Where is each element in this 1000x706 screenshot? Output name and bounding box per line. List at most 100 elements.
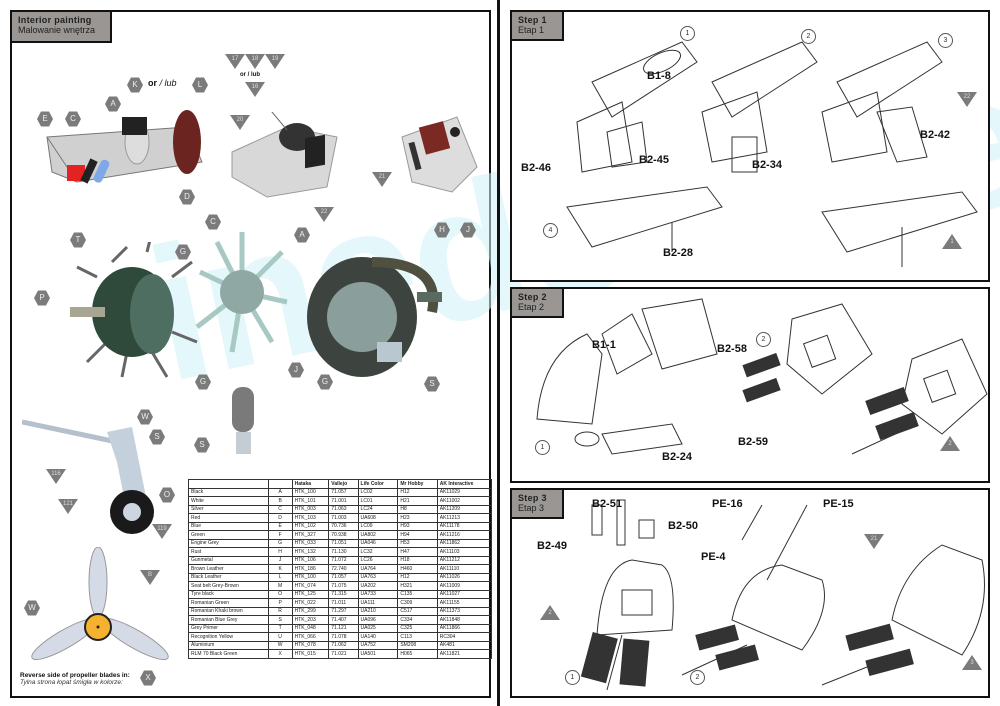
propeller-illustration xyxy=(31,547,169,661)
paint-ref-cell: AK11026 xyxy=(436,572,493,582)
callout-S-engine: S xyxy=(424,376,440,392)
paint-ref-cell: UA140 xyxy=(357,632,399,642)
paint-ref-cell: AK11866 xyxy=(436,623,493,633)
callout-A: A xyxy=(105,96,121,112)
paint-ref-cell: 72.740 xyxy=(328,564,359,574)
color-code-cell: O xyxy=(267,589,293,599)
part-PE-15: PE-15 xyxy=(823,498,854,510)
ref-tri-21: 21 xyxy=(864,534,884,549)
paint-ref-cell: UA210 xyxy=(357,606,399,616)
interior-painting-panel: Interior painting Malowanie wnętrza K or… xyxy=(10,10,1000,698)
step-2-title: Step 2 xyxy=(518,292,547,302)
step-2-header: Step 2 Etap 2 xyxy=(512,289,564,318)
engine-assembled-illustration xyxy=(307,257,442,377)
color-name-cell: Romanian Khaki brown xyxy=(188,606,269,616)
part-B2-51: B2-51 xyxy=(592,498,622,510)
callout-tri-20: 20 xyxy=(230,115,250,130)
callout-tri-17: 17 xyxy=(225,54,245,69)
color-code-cell: F xyxy=(267,530,293,540)
callout-K: K xyxy=(127,77,143,93)
paint-ref-cell: H53 xyxy=(397,538,438,548)
seat-illustration xyxy=(401,116,478,193)
paint-ref-cell: 71.121 xyxy=(328,623,359,633)
color-code-cell: U xyxy=(267,632,293,642)
engine-cylinders-illustration xyxy=(195,232,288,353)
step-2-panel: Step 2 Etap 2 1 2 B1-1 B2-24 B2-58 B2-59… xyxy=(510,287,990,483)
paint-ref-cell: HTK_022 xyxy=(291,598,330,608)
color-code-cell: J xyxy=(267,555,293,565)
callout-O: O xyxy=(159,487,175,503)
callout-A-engine: A xyxy=(294,227,310,243)
color-code-cell: E xyxy=(267,521,293,531)
paint-ref-cell: HTK_101 xyxy=(291,496,330,506)
paint-ref-cell: H23 xyxy=(397,513,438,523)
sub-step-4: 4 xyxy=(543,223,558,238)
color-code-cell: W xyxy=(267,640,293,650)
callout-S-exhaust: S xyxy=(194,437,210,453)
paint-ref-cell: H8 xyxy=(397,504,438,514)
instrument-panel-illustration xyxy=(231,112,338,198)
reverse-side-note: Reverse side of propeller blades in: Tyl… xyxy=(20,672,130,686)
color-code-cell: T xyxy=(267,623,293,633)
paint-ref-cell: AK11212 xyxy=(436,555,493,565)
color-code-cell: P xyxy=(267,598,293,608)
paint-ref-cell: AK11848 xyxy=(436,615,493,625)
paint-ref-cell: HTK_074 xyxy=(291,581,330,591)
paint-ref-cell: 71.011 xyxy=(328,598,359,608)
color-name-cell: Tyre black xyxy=(188,589,269,599)
paint-ref-cell: AK11821 xyxy=(436,649,493,659)
paint-ref-cell: UA733 xyxy=(357,589,399,599)
color-name-cell: White xyxy=(188,496,269,506)
paint-ref-cell: 70.736 xyxy=(328,521,359,531)
page-divider xyxy=(497,0,500,706)
part-B2-58: B2-58 xyxy=(717,343,747,355)
callout-G-cyl: G xyxy=(175,244,191,260)
paint-ref-cell: C135 xyxy=(397,589,438,599)
paint-ref-cell: LC32 xyxy=(357,547,399,557)
callout-G-exhaust: G xyxy=(195,374,211,390)
column-header: Vallejo xyxy=(328,479,359,489)
callout-tri-18: 18 xyxy=(245,54,265,69)
step-3-header: Step 3 Etap 3 xyxy=(512,490,564,519)
color-name-cell: Gunmetal xyxy=(188,555,269,565)
paint-ref-cell: UA046 xyxy=(357,538,399,548)
paint-ref-cell: LC02 xyxy=(357,487,399,497)
paint-ref-cell: HTK_299 xyxy=(291,606,330,616)
step-1-subtitle: Etap 1 xyxy=(518,25,545,35)
part-B2-49: B2-49 xyxy=(537,540,567,552)
paint-ref-cell: LC24 xyxy=(357,504,399,514)
color-name-cell: Silver xyxy=(188,504,269,514)
paint-ref-cell: UA752 xyxy=(357,640,399,650)
paint-ref-cell: H21 xyxy=(397,496,438,506)
part-B2-34: B2-34 xyxy=(752,159,782,171)
step-1-panel: Step 1 Etap 1 1 2 3 4 B1-8 B2-46 B2-45 B… xyxy=(510,10,990,282)
color-name-cell: Black xyxy=(188,487,269,497)
paint-ref-cell: AK11178 xyxy=(436,521,493,531)
paint-ref-cell: RC304 xyxy=(436,632,493,642)
tail-wheel-illustration xyxy=(22,419,154,534)
panel-title: Interior painting xyxy=(18,15,92,25)
callout-G-engine: G xyxy=(317,374,333,390)
color-code-cell: L xyxy=(267,572,293,582)
callout-tri-21: 21 xyxy=(372,172,392,187)
paint-ref-cell: AK11027 xyxy=(436,589,493,599)
paint-ref-cell: AK11103 xyxy=(436,547,493,557)
sub-step-2: 2 xyxy=(801,29,816,44)
paint-ref-cell: HTK_327 xyxy=(291,530,330,540)
paint-ref-cell: C113 xyxy=(397,632,438,642)
paint-ref-cell: UA202 xyxy=(357,581,399,591)
color-name-cell: Romanian Green xyxy=(188,598,269,608)
paint-ref-cell: 71.075 xyxy=(328,581,359,591)
sub-step-1: 1 xyxy=(565,670,580,685)
paint-ref-cell: AK11216 xyxy=(436,530,493,540)
step-3-subtitle: Etap 3 xyxy=(518,503,545,513)
